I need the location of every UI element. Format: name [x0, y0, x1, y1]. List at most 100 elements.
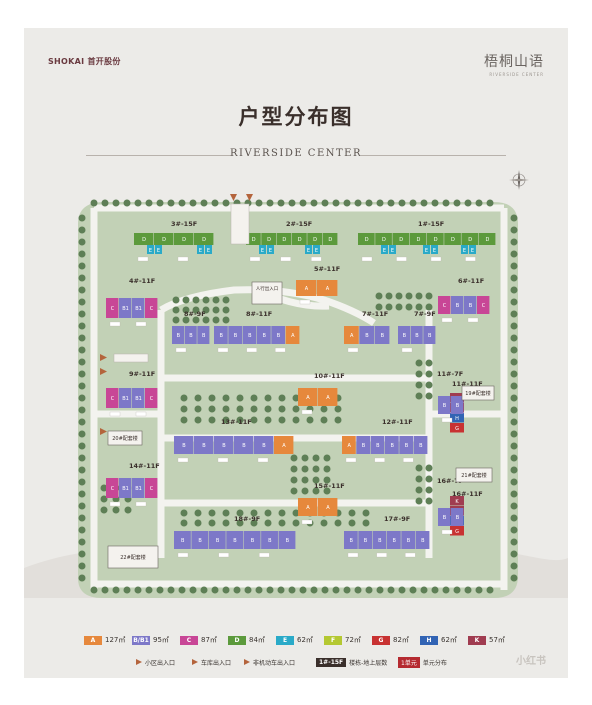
tree-icon	[78, 238, 86, 246]
tree-icon	[172, 296, 180, 304]
unit-code: A	[350, 333, 354, 339]
legend-swatch: E	[276, 635, 294, 645]
tree-icon	[222, 306, 230, 314]
unit-block	[415, 531, 430, 549]
tree-icon	[222, 394, 230, 402]
unit-tag	[109, 501, 121, 507]
tree-icon	[222, 316, 230, 324]
unit-block	[274, 436, 294, 454]
unit-code: D	[162, 237, 166, 243]
unit-code: E	[149, 248, 152, 254]
tree-icon	[292, 509, 300, 517]
unit-code: B1	[135, 306, 142, 312]
road-network	[90, 204, 508, 590]
tree-icon	[194, 405, 202, 413]
unit-code: E	[433, 248, 436, 254]
unit-block	[242, 326, 257, 344]
tree-icon	[420, 199, 428, 207]
unit-tag	[347, 347, 359, 353]
tree-icon	[194, 394, 202, 402]
tree-icon	[208, 519, 216, 527]
unit-tag	[109, 411, 121, 417]
facility-outline	[251, 281, 283, 305]
unit-code: B	[189, 333, 193, 339]
unit-code: K	[455, 499, 459, 505]
tree-icon	[278, 416, 286, 424]
tree-icon	[510, 322, 518, 330]
tree-icon	[236, 519, 244, 527]
tree-icon	[202, 316, 210, 324]
tree-icon	[208, 394, 216, 402]
tree-icon	[156, 586, 164, 594]
legend-swatch: G	[372, 635, 390, 645]
unit-tag	[175, 347, 187, 353]
unit-block	[292, 233, 307, 245]
tree-icon	[78, 562, 86, 570]
unit-tag	[441, 529, 453, 535]
tree-icon	[415, 464, 423, 472]
unit-block	[307, 233, 323, 245]
tree-icon	[236, 416, 244, 424]
unit-block	[267, 245, 274, 254]
unit-tag	[299, 299, 311, 305]
tree-icon	[236, 509, 244, 517]
unit-block	[317, 280, 338, 296]
unit-code: B	[248, 333, 252, 339]
unit-block	[305, 245, 312, 254]
tree-icon	[299, 199, 307, 207]
unit-block	[194, 233, 214, 245]
unit-code: D	[434, 237, 438, 243]
tree-icon	[290, 465, 298, 473]
unit-code: B	[407, 538, 411, 544]
tree-icon	[362, 519, 370, 527]
tree-icon	[510, 382, 518, 390]
unit-code: G	[455, 529, 459, 535]
tree-icon	[385, 303, 393, 311]
unit-tag	[401, 347, 413, 353]
tree-icon	[100, 506, 108, 514]
unit-code: C	[150, 306, 154, 312]
unit-block	[427, 233, 444, 245]
unit-code: B	[390, 443, 394, 449]
tree-icon	[320, 519, 328, 527]
unit-code: B	[262, 443, 266, 449]
tree-icon	[323, 454, 331, 462]
tree-icon	[332, 199, 340, 207]
legend-unit-badge: 1单元 单元分布	[398, 656, 447, 668]
tree-icon	[78, 478, 86, 486]
unit-code: B	[262, 333, 266, 339]
unit-code: B1	[122, 306, 129, 312]
legend-area: 84㎡	[249, 636, 265, 644]
unit-code: B	[428, 333, 432, 339]
unit-code: D	[416, 237, 420, 243]
tree-icon	[292, 519, 300, 527]
unit-block	[197, 245, 204, 254]
unit-code: D	[282, 237, 286, 243]
building-label: 11#-11F	[452, 380, 483, 388]
unit-tag	[301, 409, 313, 415]
tree-icon	[78, 226, 86, 234]
legend-area: 95㎡	[153, 636, 169, 644]
tree-icon	[78, 286, 86, 294]
tree-icon	[255, 199, 263, 207]
unit-code: E	[261, 248, 264, 254]
tree-icon	[78, 334, 86, 342]
tree-icon	[78, 262, 86, 270]
unit-block	[134, 233, 154, 245]
tree-icon	[236, 394, 244, 402]
unit-code: B	[403, 333, 407, 339]
building-label: 16#-11F	[452, 490, 483, 498]
building-label: 5#-11F	[314, 265, 340, 273]
unit-code: E	[383, 248, 386, 254]
title-rule-right	[361, 155, 506, 156]
building-label: 7#-9F	[414, 310, 436, 318]
unit-block	[370, 436, 385, 454]
unit-tag	[246, 347, 257, 353]
tree-icon	[78, 370, 86, 378]
